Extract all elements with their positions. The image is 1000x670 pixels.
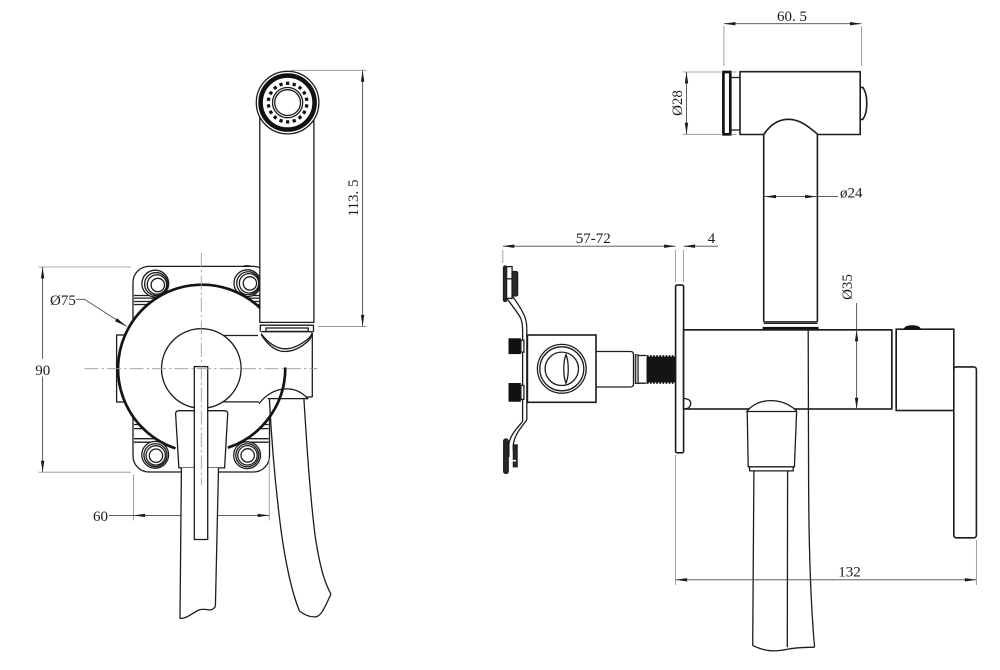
svg-text:Ø35: Ø35	[840, 274, 856, 300]
svg-text:4: 4	[708, 231, 716, 247]
svg-text:ø24: ø24	[840, 186, 863, 202]
svg-text:Ø28: Ø28	[670, 90, 686, 116]
svg-text:60. 5: 60. 5	[777, 9, 807, 25]
svg-text:57-72: 57-72	[576, 231, 611, 247]
svg-text:113. 5: 113. 5	[346, 180, 362, 217]
svg-text:60: 60	[93, 509, 108, 525]
svg-text:90: 90	[35, 363, 50, 379]
svg-text:132: 132	[838, 565, 861, 581]
svg-text:Ø75: Ø75	[50, 293, 76, 309]
